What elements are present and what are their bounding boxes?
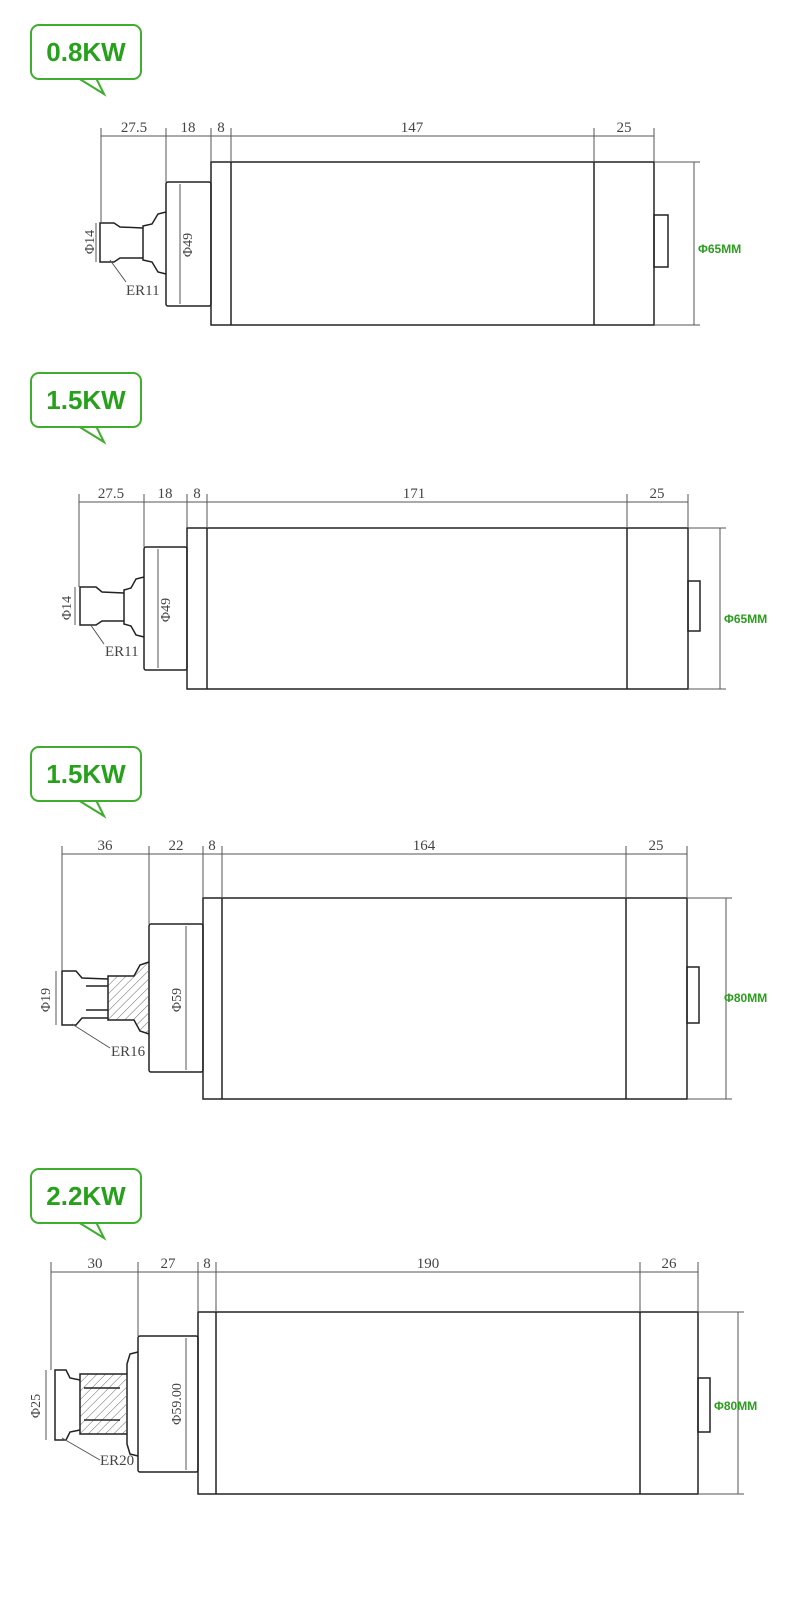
dim-shaft-diameter: Φ19 bbox=[39, 988, 54, 1012]
dim-collet-length: 27.5 bbox=[121, 120, 147, 136]
body-diameter-label: Φ65MM bbox=[724, 612, 767, 626]
dim-body-length: 171 bbox=[403, 486, 426, 502]
dim-rear-length: 26 bbox=[662, 1256, 678, 1272]
dim-collet-length: 27.5 bbox=[98, 486, 124, 502]
dim-cap-length: 8 bbox=[203, 1256, 211, 1272]
power-badge: 0.8KW bbox=[30, 24, 142, 80]
badge-tail bbox=[77, 425, 107, 445]
motor-body bbox=[202, 897, 688, 1100]
dim-shaft-diameter: Φ14 bbox=[83, 230, 98, 254]
collet-nut bbox=[79, 586, 125, 626]
dim-nose-diameter: Φ59 bbox=[170, 988, 185, 1012]
collet-label: ER11 bbox=[105, 644, 139, 660]
rear-connector bbox=[697, 1377, 711, 1433]
spindle-drawing: 30 27 8 190 26 Φ25 Φ59.00 ER20 Φ80MM bbox=[29, 1256, 757, 1495]
dim-shaft-diameter: Φ25 bbox=[29, 1394, 44, 1418]
badge-tail bbox=[77, 1221, 107, 1241]
shaft bbox=[107, 961, 150, 1035]
power-badge: 1.5KW bbox=[30, 372, 142, 428]
nose-flange bbox=[137, 1335, 199, 1473]
body-diameter-label: Φ80MM bbox=[724, 991, 767, 1005]
rear-connector bbox=[653, 214, 669, 268]
shaft bbox=[123, 576, 145, 638]
shaft-shoulder bbox=[126, 1351, 139, 1457]
power-badge: 1.5KW bbox=[30, 746, 142, 802]
dim-body-length: 164 bbox=[413, 838, 436, 854]
motor-body bbox=[210, 161, 655, 326]
spindle-section-3: 1.5KW bbox=[0, 720, 800, 1120]
dim-nose-length: 27 bbox=[161, 1256, 177, 1272]
dim-nose-length: 18 bbox=[158, 486, 173, 502]
dim-rear-length: 25 bbox=[617, 120, 632, 136]
dim-cap-length: 8 bbox=[208, 838, 216, 854]
dim-nose-diameter: Φ59.00 bbox=[170, 1383, 185, 1425]
dim-body-length: 190 bbox=[417, 1256, 440, 1272]
dim-rear-length: 25 bbox=[649, 838, 664, 854]
spindle-section-4: 2.2KW bbox=[0, 1140, 800, 1601]
collet-label: ER20 bbox=[100, 1453, 134, 1469]
motor-body bbox=[197, 1311, 699, 1495]
motor-body bbox=[186, 527, 689, 690]
dim-body-length: 147 bbox=[401, 120, 424, 136]
dim-nose-length: 22 bbox=[169, 838, 184, 854]
spindle-section-1: 0.8KW 27.5 18 8 147 bbox=[0, 0, 800, 340]
body-diameter-label: Φ80MM bbox=[714, 1399, 757, 1413]
collet-nut bbox=[61, 970, 109, 1026]
collet-label: ER16 bbox=[111, 1044, 146, 1060]
rear-connector bbox=[686, 966, 700, 1024]
shaft bbox=[142, 211, 167, 275]
dim-cap-length: 8 bbox=[193, 486, 201, 502]
collet-label: ER11 bbox=[126, 283, 160, 299]
dim-nose-diameter: Φ49 bbox=[181, 233, 196, 257]
body-diameter-label: Φ65MM bbox=[698, 242, 741, 256]
dim-rear-length: 25 bbox=[650, 486, 665, 502]
badge-tail bbox=[77, 77, 107, 97]
rear-connector bbox=[687, 580, 701, 632]
shaft bbox=[79, 1373, 127, 1435]
badge-tail bbox=[77, 799, 107, 819]
collet-nut bbox=[99, 222, 144, 263]
dim-nose-diameter: Φ49 bbox=[159, 598, 174, 622]
dim-collet-length: 36 bbox=[98, 838, 114, 854]
dim-nose-length: 18 bbox=[181, 120, 196, 136]
nose-flange bbox=[165, 181, 212, 307]
collet-nut bbox=[54, 1369, 81, 1441]
spindle-drawing: 27.5 18 8 171 25 Φ14 Φ49 ER11 Φ65MM bbox=[60, 486, 767, 690]
dim-shaft-diameter: Φ14 bbox=[60, 596, 75, 620]
dim-collet-length: 30 bbox=[88, 1256, 103, 1272]
spindle-drawing: 27.5 18 8 147 25 Φ14 Φ49 ER11 Φ65MM bbox=[83, 120, 741, 326]
dim-cap-length: 8 bbox=[217, 120, 225, 136]
spindle-section-2: 1.5KW 27.5 18 8 171 bbox=[0, 348, 800, 708]
nose-flange bbox=[143, 546, 188, 671]
spindle-drawing: 36 22 8 164 25 Φ19 Φ59 ER16 Φ80MM bbox=[39, 838, 767, 1100]
power-badge: 2.2KW bbox=[30, 1168, 142, 1224]
